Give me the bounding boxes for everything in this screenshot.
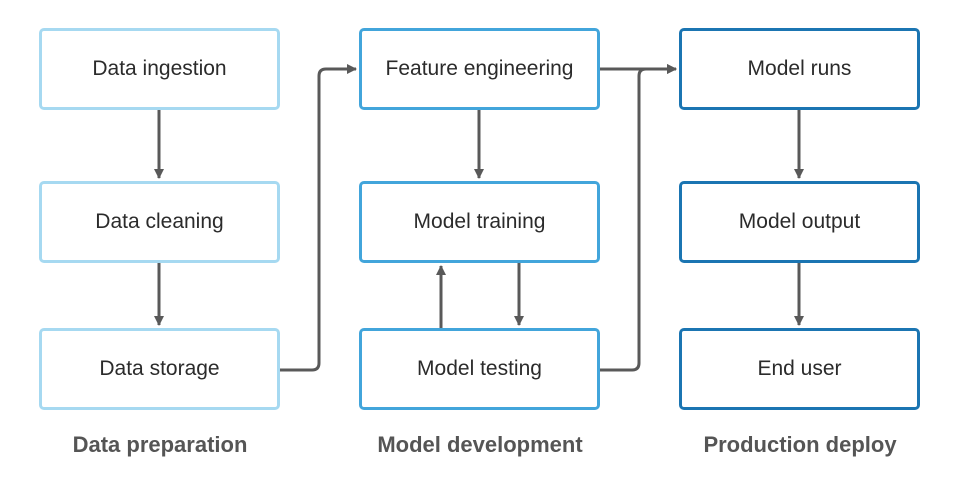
node-model-runs: Model runs (679, 28, 920, 110)
edge-storage-to-feature-engineering (280, 64, 357, 372)
node-feature-engineering: Feature engineering (359, 28, 600, 110)
node-label: End user (757, 357, 842, 380)
edge-testing-to-runs (600, 64, 677, 372)
node-end-user: End user (679, 328, 920, 410)
node-model-output: Model output (679, 181, 920, 263)
node-data-ingestion: Data ingestion (39, 28, 280, 110)
node-model-testing: Model testing (359, 328, 600, 410)
node-label: Model output (738, 210, 861, 233)
section-label-data-preparation: Data preparation (72, 432, 248, 457)
node-data-storage: Data storage (39, 328, 280, 410)
section-label-production-deploy: Production deploy (703, 432, 897, 457)
node-model-training: Model training (359, 181, 600, 263)
node-label: Model training (413, 210, 546, 233)
node-data-cleaning: Data cleaning (39, 181, 280, 263)
node-label: Data storage (99, 357, 220, 380)
node-label: Data ingestion (92, 57, 227, 80)
node-label: Model testing (417, 357, 542, 380)
node-label: Data cleaning (95, 210, 224, 233)
section-label-model-development: Model development (377, 432, 583, 457)
node-label: Feature engineering (385, 57, 574, 80)
node-label: Model runs (747, 57, 852, 80)
